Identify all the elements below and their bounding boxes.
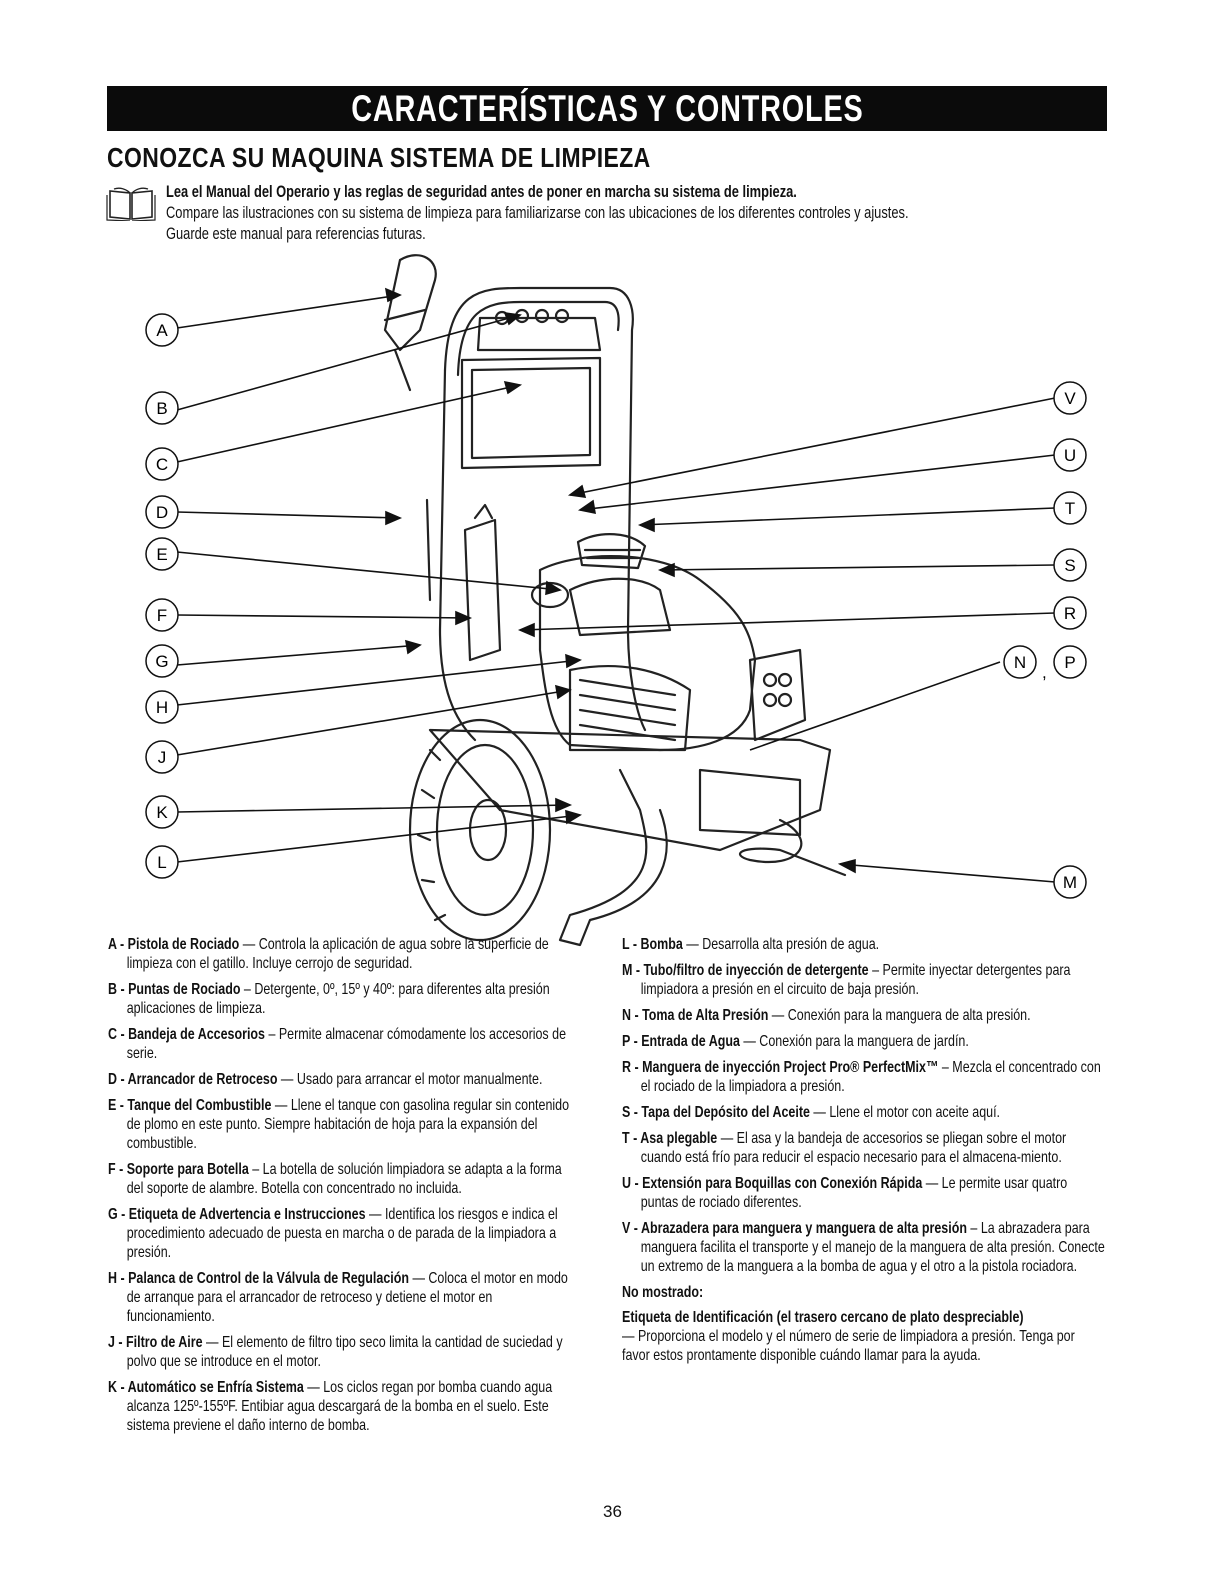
not-shown-text: — Proporciona el modelo y el número de s… <box>622 1328 1075 1364</box>
page-subtitle: CONOZCA SU MAQUINA SISTEMA DE LIMPIEZA <box>107 142 651 173</box>
callout-p: P <box>1053 645 1087 679</box>
svg-text:L: L <box>157 853 166 872</box>
item-m: M - Tubo/filtro de inyección de detergen… <box>622 962 1071 998</box>
item-v: V - Abrazadera para manguera y manguera … <box>622 1220 1105 1275</box>
callout-h: H <box>145 690 179 724</box>
intro-text: Lea el Manual del Operario y las reglas … <box>166 182 1102 245</box>
banner-title: CARACTERÍSTICAS Y CONTROLES <box>350 88 864 129</box>
not-shown-heading: No mostrado: <box>622 1284 704 1301</box>
callout-a: A <box>145 313 179 347</box>
item-r: R - Manguera de inyección Project Pro® P… <box>622 1059 1101 1095</box>
callout-e: E <box>145 537 179 571</box>
svg-text:V: V <box>1064 389 1076 408</box>
callout-g: G <box>145 644 179 678</box>
intro-line-2: Compare las ilustraciones con su sistema… <box>166 204 909 222</box>
intro-line-3: Guarde este manual para referencias futu… <box>166 225 426 243</box>
not-shown-item: Etiqueta de Identificación (el trasero c… <box>622 1308 1106 1365</box>
svg-text:H: H <box>156 698 168 717</box>
item-u: U - Extensión para Boquillas con Conexió… <box>622 1175 1068 1211</box>
machine-illustration <box>383 254 847 947</box>
np-separator: , <box>1042 663 1047 682</box>
page-number: 36 <box>603 1502 622 1521</box>
item-a: A - Pistola de Rociado — Controla la apl… <box>108 936 549 972</box>
callout-t: T <box>1053 491 1087 525</box>
svg-text:M: M <box>1063 873 1077 892</box>
svg-text:J: J <box>158 748 167 767</box>
item-k: K - Automático se Enfría Sistema — Los c… <box>108 1379 553 1434</box>
svg-text:N: N <box>1014 653 1026 672</box>
svg-text:A: A <box>156 321 168 340</box>
section-banner: CARACTERÍSTICAS Y CONTROLES <box>107 86 1107 131</box>
callout-s: S <box>1053 548 1087 582</box>
not-shown-label: Etiqueta de Identificación (el trasero c… <box>622 1309 1024 1326</box>
svg-text:P: P <box>1064 653 1075 672</box>
callout-m: M <box>1053 865 1087 899</box>
leader-lines <box>176 287 1056 883</box>
intro-bold-line: Lea el Manual del Operario y las reglas … <box>166 183 797 201</box>
svg-text:C: C <box>156 455 168 474</box>
right-callouts: V U T S R N , P M <box>1003 381 1087 899</box>
item-s: S - Tapa del Depósito del Aceite — Llene… <box>622 1104 1001 1121</box>
svg-text:R: R <box>1064 604 1076 623</box>
item-g: G - Etiqueta de Advertencia e Instruccio… <box>108 1206 558 1261</box>
item-t: T - Asa plegable — El asa y la bandeja d… <box>622 1130 1067 1166</box>
svg-text:D: D <box>156 503 168 522</box>
svg-text:F: F <box>157 606 167 625</box>
svg-text:T: T <box>1065 499 1075 518</box>
callout-u: U <box>1053 438 1087 472</box>
item-j: J - Filtro de Aire — El elemento de filt… <box>108 1334 563 1370</box>
pressure-washer-diagram: A B C D E F G H J K L V U T S R N , P M <box>145 254 1087 947</box>
item-b: B - Puntas de Rociado – Detergente, 0º, … <box>108 981 550 1017</box>
item-c: C - Bandeja de Accesorios – Permite alma… <box>108 1026 567 1062</box>
right-column: L - Bomba — Desarrolla alta presión de a… <box>622 935 1225 1365</box>
callout-n: N <box>1003 645 1037 679</box>
callout-r: R <box>1053 596 1087 630</box>
callout-c: C <box>145 447 179 481</box>
svg-text:G: G <box>155 652 168 671</box>
svg-text:U: U <box>1064 446 1076 465</box>
callout-f: F <box>145 598 179 632</box>
svg-text:K: K <box>156 803 168 822</box>
item-l: L - Bomba — Desarrolla alta presión de a… <box>622 936 880 953</box>
callout-l: L <box>145 845 179 879</box>
manual-book-icon <box>106 187 156 221</box>
item-n: N - Toma de Alta Presión — Conexión para… <box>622 1007 1031 1024</box>
item-d: D - Arrancador de Retroceso — Usado para… <box>108 1071 543 1088</box>
left-column: A - Pistola de Rociado — Controla la apl… <box>108 935 708 1442</box>
item-f: F - Soporte para Botella – La botella de… <box>108 1161 562 1197</box>
svg-text:E: E <box>156 545 167 564</box>
item-e: E - Tanque del Combustible — Llene el ta… <box>108 1097 570 1152</box>
callout-v: V <box>1053 381 1087 415</box>
svg-text:B: B <box>156 399 167 418</box>
svg-text:S: S <box>1064 556 1075 575</box>
callout-b: B <box>145 391 179 425</box>
callout-k: K <box>145 795 179 829</box>
left-callouts: A B C D E F G H J K L <box>145 313 179 879</box>
item-h: H - Palanca de Control de la Válvula de … <box>108 1270 568 1325</box>
item-p: P - Entrada de Agua — Conexión para la m… <box>622 1033 969 1050</box>
callout-d: D <box>145 495 179 529</box>
callout-j: J <box>145 740 179 774</box>
